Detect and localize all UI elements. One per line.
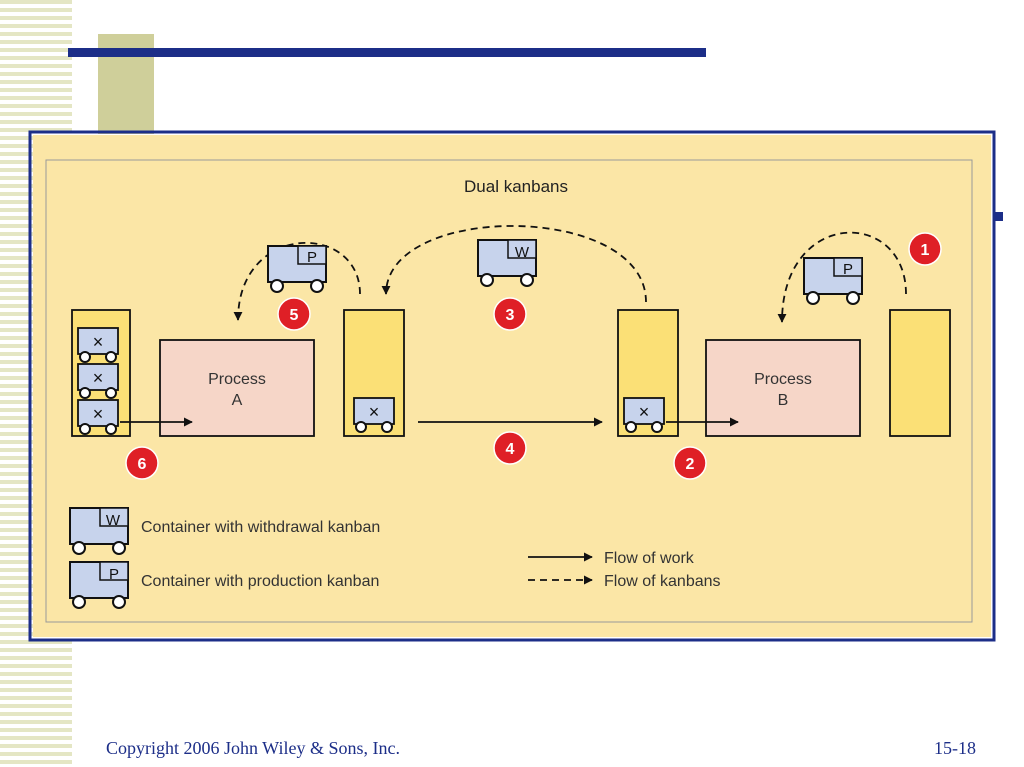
copyright-text: Copyright 2006 John Wiley & Sons, Inc. — [106, 738, 400, 758]
step-badge-4: 4 — [493, 431, 527, 465]
legend-withdrawal-icon: W — [69, 507, 129, 555]
step-badge-6: 6 — [125, 446, 159, 480]
production-kanban-container: P — [267, 245, 327, 293]
legend-withdrawal-label: Container with withdrawal kanban — [141, 519, 380, 536]
svg-text:3: 3 — [506, 307, 515, 324]
x-container: × — [77, 327, 119, 363]
svg-text:×: × — [369, 402, 380, 422]
inner-border — [45, 159, 973, 623]
step-badge-1: 1 — [908, 232, 942, 266]
page-number: 15-18 — [934, 738, 976, 758]
svg-text:×: × — [93, 368, 104, 388]
svg-text:2: 2 — [686, 456, 695, 473]
x-container: × — [353, 397, 395, 433]
diagram-title: Dual kanbans — [464, 177, 568, 196]
step-badge-2: 2 — [673, 446, 707, 480]
kanban-flow-1 — [777, 231, 907, 323]
process-a-label: Process — [208, 371, 266, 388]
svg-text:P: P — [307, 249, 317, 266]
svg-text:5: 5 — [290, 307, 299, 324]
svg-text:6: 6 — [138, 456, 147, 473]
svg-text:P: P — [109, 566, 119, 583]
step-badge-5: 5 — [277, 297, 311, 331]
process-a-letter: A — [232, 392, 243, 409]
svg-text:×: × — [93, 332, 104, 352]
step-badge-3: 3 — [493, 297, 527, 331]
svg-text:×: × — [93, 404, 104, 424]
diagram-frame — [28, 130, 996, 642]
kanban-flow-3 — [381, 225, 647, 303]
kanban-flow-5 — [233, 242, 361, 321]
x-container: × — [77, 363, 119, 399]
svg-text:4: 4 — [506, 441, 515, 458]
legend-production-icon: P — [69, 561, 129, 609]
svg-text:P: P — [843, 261, 853, 278]
process-b-letter: B — [778, 392, 789, 409]
process-b-label: Process — [754, 371, 812, 388]
legend-kanbans-label: Flow of kanbans — [604, 573, 721, 590]
svg-text:W: W — [106, 512, 121, 529]
svg-text:×: × — [639, 402, 650, 422]
legend-production-label: Container with production kanban — [141, 573, 379, 590]
x-container: × — [77, 399, 119, 435]
withdrawal-kanban-container: W — [477, 239, 537, 287]
legend-work-label: Flow of work — [604, 550, 695, 567]
production-kanban-container: P — [803, 257, 863, 305]
svg-text:W: W — [515, 244, 530, 261]
svg-text:1: 1 — [921, 242, 930, 259]
x-container: × — [623, 397, 665, 433]
accent-square — [994, 212, 1003, 221]
title-bar — [68, 48, 706, 57]
storage-outbound-b — [889, 309, 951, 437]
